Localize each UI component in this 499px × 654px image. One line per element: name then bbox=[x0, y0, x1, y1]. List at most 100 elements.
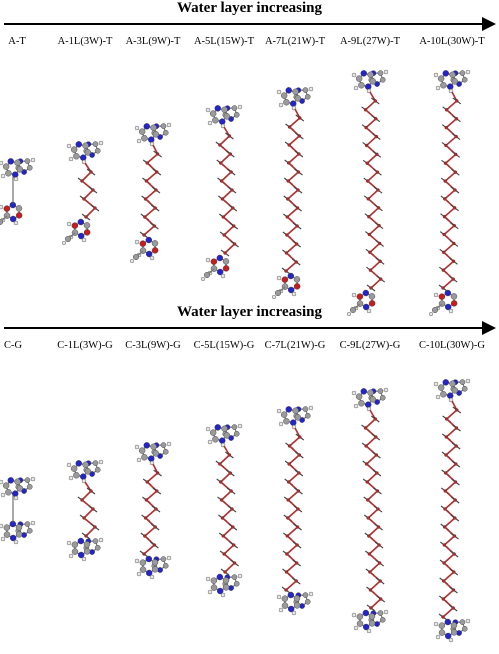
atom bbox=[73, 472, 80, 479]
bond bbox=[286, 207, 299, 218]
atom bbox=[304, 93, 311, 100]
atom bbox=[438, 293, 446, 300]
bond bbox=[368, 207, 380, 218]
bond bbox=[444, 481, 457, 492]
atom bbox=[66, 462, 72, 468]
atom bbox=[9, 534, 17, 542]
atom bbox=[219, 437, 226, 444]
atom bbox=[281, 595, 289, 602]
atom bbox=[437, 384, 445, 391]
atom bbox=[444, 618, 452, 626]
bond bbox=[367, 508, 379, 519]
atom bbox=[278, 421, 284, 427]
bond bbox=[288, 153, 300, 164]
atom bbox=[369, 78, 377, 85]
atom bbox=[435, 85, 441, 91]
atom bbox=[145, 250, 153, 258]
atom bbox=[98, 140, 104, 146]
bond bbox=[145, 508, 157, 519]
atom bbox=[449, 380, 456, 387]
atom bbox=[304, 598, 311, 605]
structure-label: A-5L(15W)-T bbox=[193, 36, 255, 47]
atom bbox=[222, 577, 230, 584]
increase-arrow-line bbox=[4, 327, 484, 329]
bond bbox=[366, 472, 378, 483]
bond bbox=[443, 207, 456, 218]
atom bbox=[278, 102, 284, 108]
atom bbox=[362, 609, 370, 617]
bond bbox=[285, 243, 298, 254]
atom bbox=[68, 156, 74, 162]
atom bbox=[66, 540, 72, 546]
atom bbox=[360, 388, 367, 395]
bond bbox=[221, 171, 232, 182]
atom bbox=[448, 637, 454, 643]
atom bbox=[465, 69, 471, 75]
atom bbox=[152, 450, 160, 457]
atom bbox=[3, 524, 11, 531]
atom bbox=[433, 381, 439, 387]
atom bbox=[383, 387, 389, 393]
increase-arrow-line bbox=[4, 23, 484, 25]
atom bbox=[294, 95, 302, 102]
atom bbox=[276, 408, 282, 414]
atom bbox=[205, 107, 211, 113]
atom bbox=[210, 584, 218, 591]
atom bbox=[237, 104, 243, 110]
bond bbox=[145, 171, 158, 182]
atom bbox=[166, 122, 172, 128]
atom bbox=[77, 551, 85, 559]
atom bbox=[237, 423, 243, 429]
atom bbox=[26, 164, 33, 171]
atom bbox=[353, 625, 359, 631]
atom bbox=[216, 268, 224, 276]
atom bbox=[293, 283, 301, 290]
atom bbox=[233, 430, 240, 437]
bond bbox=[445, 153, 457, 164]
bond bbox=[223, 126, 231, 137]
bond bbox=[288, 472, 300, 483]
atom bbox=[223, 113, 231, 120]
atom bbox=[7, 158, 14, 165]
bond bbox=[223, 544, 235, 555]
atom bbox=[302, 592, 309, 598]
panel-cg-series: Water layer increasing C-G C-1L(3W)-G C-… bbox=[0, 304, 499, 654]
bond bbox=[220, 153, 231, 164]
bond bbox=[220, 472, 231, 483]
atom bbox=[205, 576, 211, 582]
atom bbox=[5, 489, 12, 496]
structure-label: C-7L(21W)-G bbox=[264, 340, 326, 351]
bond bbox=[83, 189, 94, 200]
atom bbox=[94, 466, 101, 473]
atom bbox=[71, 541, 79, 548]
atom bbox=[24, 521, 31, 527]
atom bbox=[219, 118, 226, 125]
atom bbox=[152, 131, 160, 138]
atom bbox=[280, 92, 288, 99]
atom bbox=[221, 425, 228, 432]
bond bbox=[444, 517, 456, 528]
bond bbox=[444, 171, 456, 182]
atom bbox=[351, 390, 357, 396]
atom bbox=[438, 622, 446, 629]
arrow-head-icon bbox=[482, 17, 496, 31]
atom bbox=[212, 436, 219, 443]
atom bbox=[68, 553, 74, 559]
atom bbox=[84, 149, 92, 156]
bond bbox=[145, 490, 158, 501]
atom bbox=[0, 523, 4, 529]
structure-label: C-1L(3W)-G bbox=[57, 340, 113, 351]
atom bbox=[134, 558, 140, 564]
atom bbox=[71, 548, 79, 555]
atom bbox=[13, 495, 19, 501]
atom bbox=[379, 616, 386, 623]
atom bbox=[231, 424, 238, 430]
bond bbox=[287, 171, 299, 182]
atom bbox=[284, 269, 288, 273]
atom bbox=[360, 70, 367, 77]
atom bbox=[136, 571, 142, 577]
atom bbox=[302, 87, 309, 93]
bond bbox=[442, 278, 454, 289]
atom bbox=[368, 300, 376, 307]
atom bbox=[293, 595, 301, 602]
